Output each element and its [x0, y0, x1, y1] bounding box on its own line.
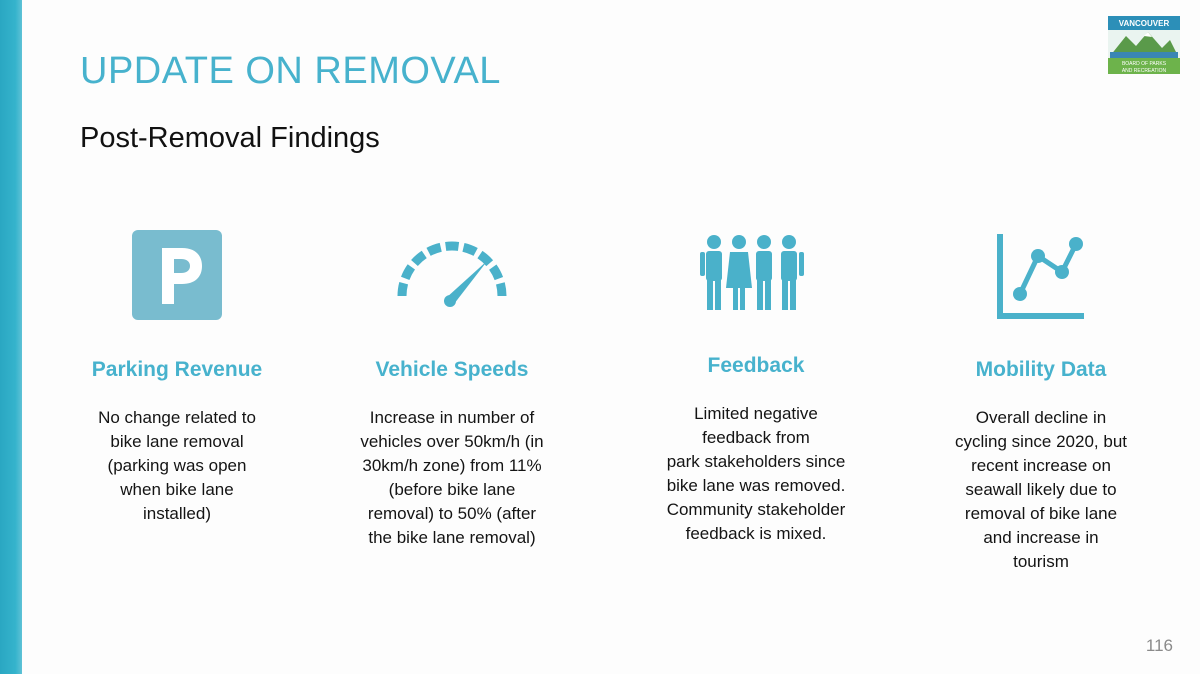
page-number: 116 — [1145, 636, 1173, 655]
finding-description: Limited negative feedback from park stak… — [666, 404, 846, 543]
logo-text-board: BOARD OF PARKS — [1122, 61, 1167, 67]
finding-heading: Feedback — [707, 354, 805, 377]
finding-heading: Parking Revenue — [91, 358, 263, 381]
logo-text-recreation: AND RECREATION — [1122, 68, 1167, 74]
people-icon — [700, 235, 804, 310]
finding-description: Overall decline in cycling since 2020, b… — [955, 408, 1127, 571]
slide-title: UPDATE ON REMOVAL — [80, 50, 501, 92]
finding-description: Increase in number of vehicles over 50km… — [360, 408, 544, 547]
finding-vehicle-speeds: Vehicle Speeds Increase in number of veh… — [332, 220, 572, 550]
logo-text-vancouver: VANCOUVER — [1119, 19, 1170, 28]
parking-icon — [132, 230, 222, 320]
finding-heading: Mobility Data — [975, 358, 1107, 381]
speedometer-icon — [397, 241, 507, 307]
line-chart-icon — [997, 234, 1084, 319]
left-accent-bar — [0, 0, 22, 674]
finding-parking-revenue: Parking Revenue No change related to bik… — [57, 220, 297, 526]
finding-heading: Vehicle Speeds — [375, 358, 529, 381]
finding-feedback: Feedback Limited negative feedback from … — [636, 220, 876, 546]
vancouver-parks-logo: VANCOUVER BOARD OF PARKS AND RECREATION — [1108, 16, 1180, 74]
slide-subtitle: Post-Removal Findings — [80, 122, 380, 154]
finding-description: No change related to bike lane removal (… — [98, 408, 256, 523]
finding-mobility-data: Mobility Data Overall decline in cycling… — [921, 220, 1161, 574]
